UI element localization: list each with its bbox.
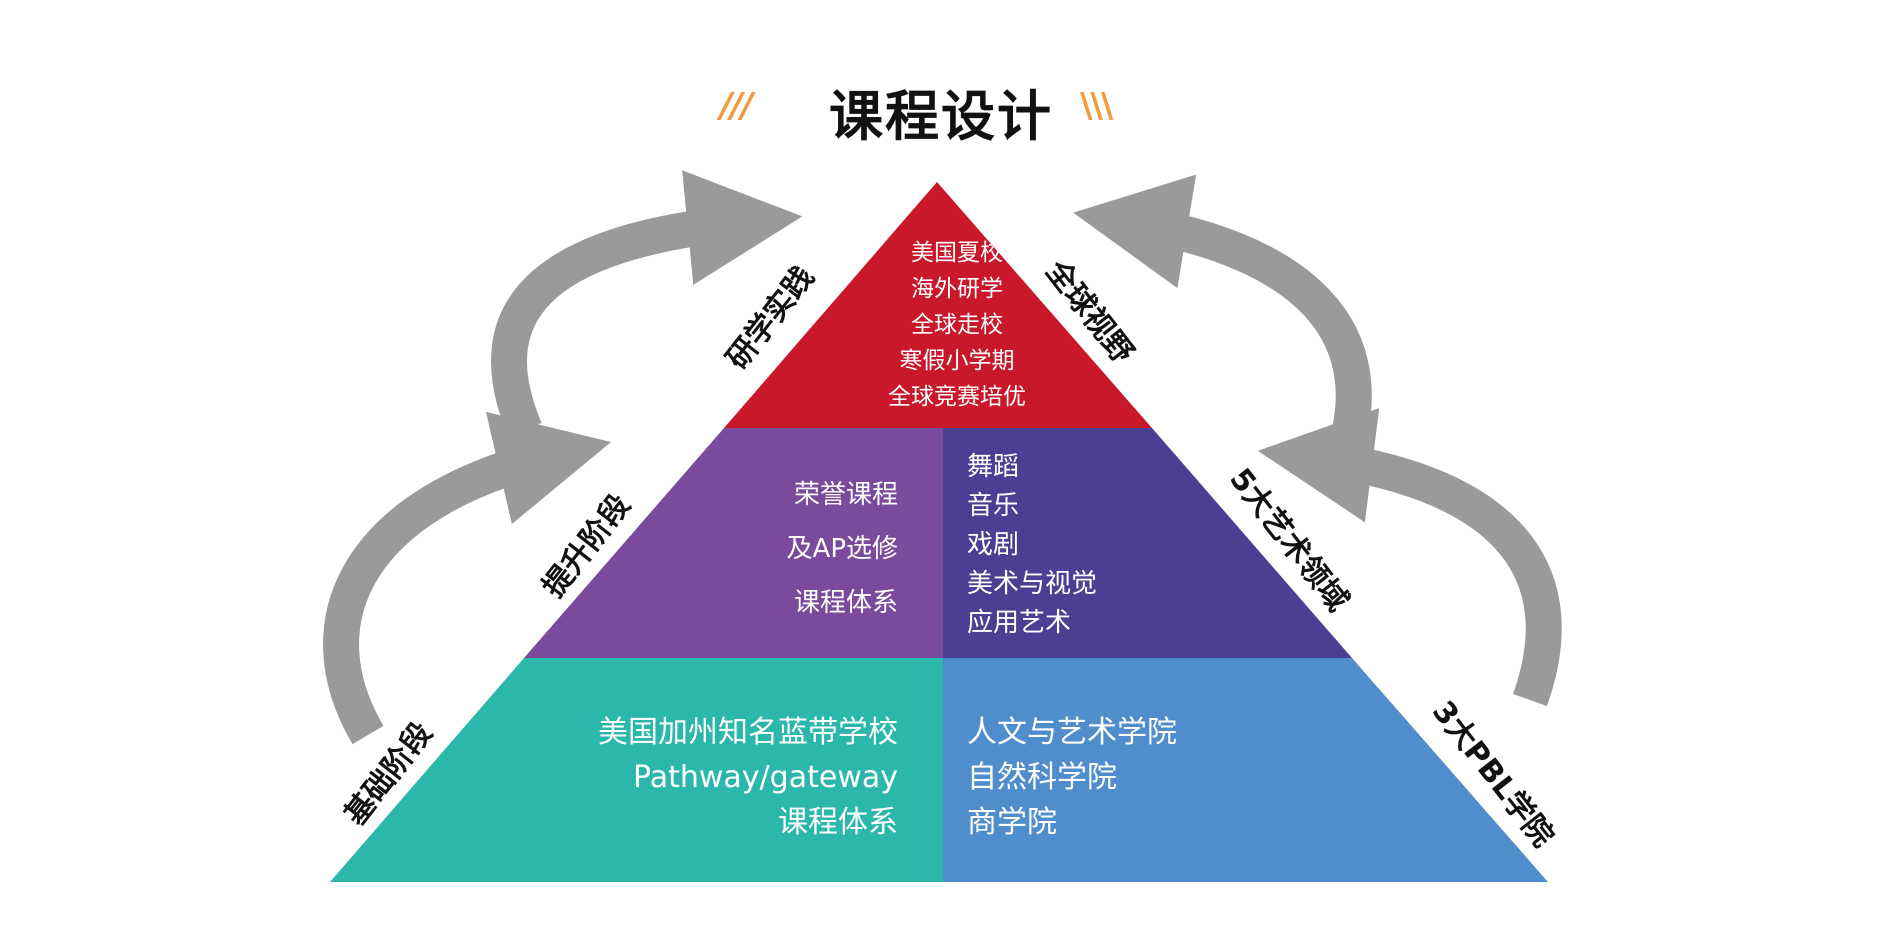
list-item: 舞蹈 bbox=[967, 452, 1020, 482]
list-item: 应用艺术 bbox=[967, 608, 1072, 638]
list-item: 全球走校 bbox=[911, 312, 1003, 338]
list-item: Pathway/gateway bbox=[632, 760, 898, 795]
arrow-arts-to-global bbox=[1073, 174, 1372, 472]
left-decor-slashes: /// bbox=[720, 86, 753, 126]
top-tier-text: 美国夏校 海外研学 全球走校 寒假小学期 全球竞赛培优 bbox=[837, 242, 1077, 422]
list-item: 课程体系 bbox=[793, 588, 898, 618]
arrow-pbl-to-arts bbox=[1257, 408, 1562, 707]
list-item: 商学院 bbox=[967, 805, 1057, 840]
tier-middle-left bbox=[524, 428, 943, 658]
right-decor-slashes: \\\ bbox=[1080, 86, 1113, 126]
list-item: 美术与视觉 bbox=[967, 569, 1098, 599]
bottom-right-text: 人文与艺术学院 自然科学院 商学院 bbox=[967, 718, 1177, 853]
tier-bottom-left bbox=[330, 658, 943, 882]
left-arrows bbox=[323, 170, 803, 745]
list-item: 寒假小学期 bbox=[899, 348, 1015, 374]
tier-bottom-right bbox=[943, 658, 1548, 882]
tier-top bbox=[724, 182, 1152, 428]
arrow-basic-to-advance bbox=[323, 411, 612, 745]
list-item: 课程体系 bbox=[778, 805, 898, 840]
list-item: 荣誉课程 bbox=[793, 480, 898, 510]
page-title: 课程设计 bbox=[829, 85, 1053, 148]
middle-right-text: 舞蹈 音乐 戏剧 美术与视觉 应用艺术 bbox=[967, 454, 1097, 649]
list-item: 自然科学院 bbox=[967, 760, 1117, 795]
bottom-left-text: 美国加州知名蓝带学校 Pathway/gateway 课程体系 bbox=[598, 718, 898, 853]
list-item: 美国夏校 bbox=[911, 240, 1003, 266]
list-item: 戏剧 bbox=[967, 530, 1020, 560]
list-item: 全球竞赛培优 bbox=[888, 384, 1026, 410]
middle-left-text: 荣誉课程 及AP选修 课程体系 bbox=[787, 482, 898, 644]
list-item: 人文与艺术学院 bbox=[967, 715, 1177, 750]
list-item: 海外研学 bbox=[911, 276, 1003, 302]
list-item: 美国加州知名蓝带学校 bbox=[598, 715, 898, 750]
tier-middle-right bbox=[943, 428, 1352, 658]
right-arrows bbox=[1073, 174, 1562, 707]
list-item: 及AP选修 bbox=[786, 534, 898, 564]
list-item: 音乐 bbox=[967, 491, 1020, 521]
arrow-advance-to-practice bbox=[491, 170, 803, 438]
